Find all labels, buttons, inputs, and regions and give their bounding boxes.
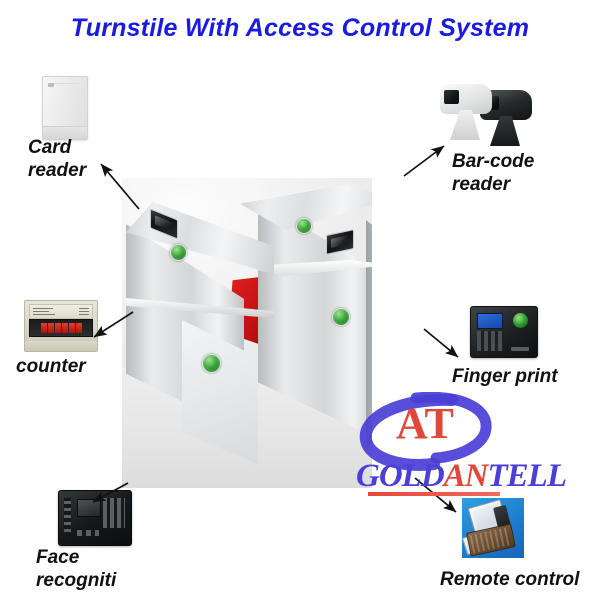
cabinet-left-door-panel xyxy=(182,320,258,464)
watermark-part2: AN xyxy=(443,458,489,494)
product-photo xyxy=(122,178,372,488)
arrow-to-remote-control xyxy=(414,477,457,513)
card-reader-base xyxy=(43,126,87,139)
scanner-stand-black xyxy=(490,116,520,146)
finger-print-lcd xyxy=(477,313,503,329)
counter-base xyxy=(25,341,97,351)
face-recognition-side-keys xyxy=(64,498,71,532)
finger-print-sensor xyxy=(513,313,528,328)
bar-code-scanner-white xyxy=(440,84,492,142)
counter-display xyxy=(29,319,93,337)
finger-print-keypad xyxy=(477,331,503,351)
counter-device xyxy=(24,300,98,352)
face-recognition-device xyxy=(58,490,132,546)
status-indicator-left-front xyxy=(202,354,221,373)
label-bar-code-reader: Bar-code reader xyxy=(452,151,535,195)
watermark-logo: AT xyxy=(359,391,492,471)
card-reader-led xyxy=(48,83,54,87)
card-reader-slot xyxy=(48,83,78,84)
face-recognition-screen xyxy=(77,499,101,517)
label-face-recognition: Face recogniti xyxy=(36,547,117,591)
scanner-head-white xyxy=(440,84,492,114)
status-indicator-left-top xyxy=(170,244,187,261)
face-recognition-keypad xyxy=(103,498,125,528)
status-indicator-right-top xyxy=(296,218,312,234)
label-card-reader: Card reader xyxy=(28,137,87,181)
watermark-logo-text: AT xyxy=(396,399,454,448)
watermark: AT GOLDANTELL xyxy=(356,391,567,502)
card-reader-panel-right xyxy=(326,229,354,255)
page-title: Turnstile With Access Control System xyxy=(70,14,530,42)
label-remote-control: Remote control xyxy=(440,569,580,590)
status-indicator-right-front xyxy=(332,308,350,326)
cabinet-right-face xyxy=(258,200,372,440)
arrow-to-bar-code-reader xyxy=(403,145,445,177)
scanner-window-white xyxy=(444,90,459,104)
turnstile-cabinet-right xyxy=(240,180,372,470)
label-finger-print: Finger print xyxy=(452,366,558,387)
watermark-underline xyxy=(368,492,500,496)
remote-control-device xyxy=(461,498,524,558)
watermark-brand-text: GOLDANTELL xyxy=(356,458,567,495)
arrow-to-finger-print xyxy=(423,328,459,358)
face-recognition-buttons xyxy=(77,530,99,536)
scanner-stand-white xyxy=(450,110,480,140)
label-counter: counter xyxy=(16,356,86,377)
finger-print-logo-bar xyxy=(511,347,529,351)
cabinet-right-side xyxy=(366,220,372,450)
turnstile-cabinet-left xyxy=(126,202,274,464)
bar-code-reader-device xyxy=(440,82,550,146)
counter-terminal-block xyxy=(29,304,93,319)
watermark-part3: TELL xyxy=(487,458,567,494)
card-reader-device xyxy=(42,76,88,140)
finger-print-device xyxy=(470,306,538,358)
